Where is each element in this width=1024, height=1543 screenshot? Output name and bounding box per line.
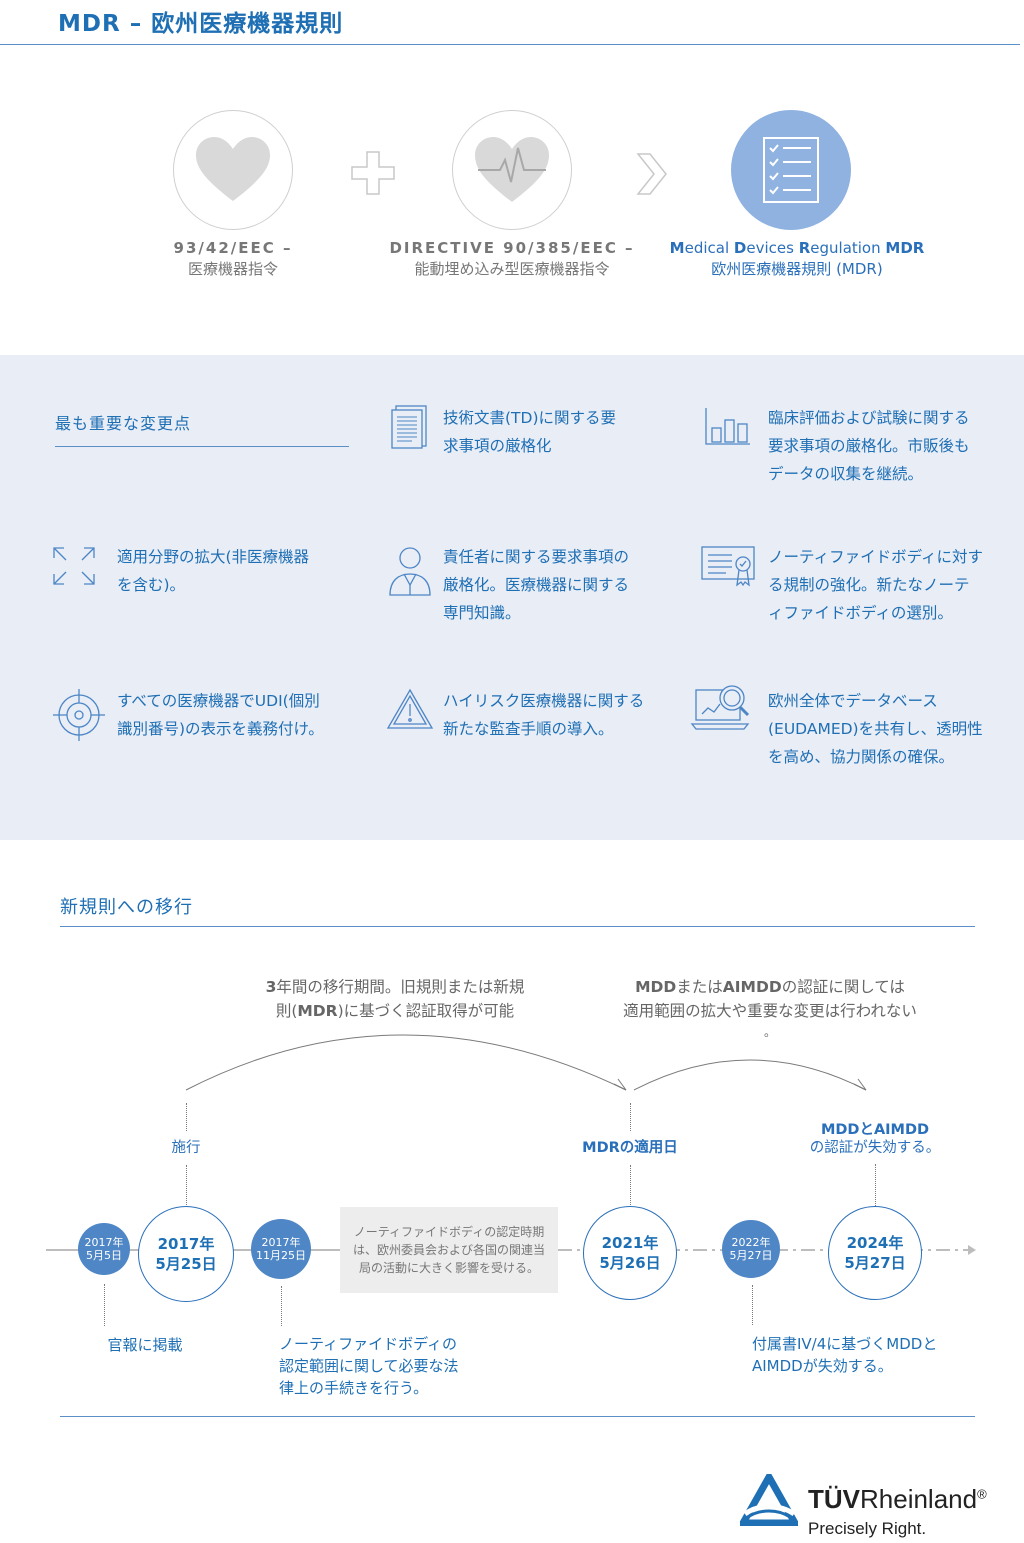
footer-divider	[60, 1416, 975, 1417]
directive-2-name: 能動埋め込み型医療機器指令	[414, 260, 610, 278]
enforce-label: 施行	[171, 1140, 201, 1156]
transition-heading: 新規則への移行	[60, 897, 193, 918]
change-item-8: 欧州全体でデータベース(EUDAMED)を共有し、透明性を高め、協力関係の確保。	[768, 692, 983, 766]
expand-arrows-icon	[53, 547, 95, 585]
change-item-6: すべての医療機器でUDI(個別識別番号)の表示を義務付け。	[117, 692, 324, 738]
person-icon	[389, 547, 431, 596]
target-icon	[53, 689, 105, 741]
transition-heading-underline	[60, 926, 975, 927]
document-icon	[391, 405, 427, 449]
regulation-title: Medical Devices Regulation MDR	[669, 239, 925, 257]
annex-label: 付属書IV/4に基づくMDDとAIMDDが失効する。	[752, 1335, 938, 1375]
regulation-caption: Medical Devices Regulation MDR 欧州医療機器規則 …	[657, 238, 937, 280]
arc-transition-arrowhead	[613, 1078, 627, 1091]
change-item-1: 技術文書(TD)に関する要求事項の厳格化	[443, 409, 616, 455]
changes-heading-underline	[55, 446, 349, 447]
mdr-day-connector-bottom	[630, 1165, 631, 1209]
change-item-5: ノーティファイドボディに対する規制の強化。新たなノーティファイドボディの選別。	[768, 548, 983, 622]
gazette-connector	[104, 1284, 105, 1326]
change-item-7: ハイリスク医療機器に関する新たな監査手順の導入。	[443, 692, 645, 738]
arc-no-change-arrowhead	[853, 1078, 867, 1091]
directive-1-name: 医療機器指令	[187, 260, 278, 278]
gazette-label: 官報に掲載	[107, 1336, 183, 1354]
regulation-name: 欧州医療機器規則 (MDR)	[711, 260, 883, 278]
mdr-day-label: MDRの適用日	[582, 1140, 678, 1156]
certificate-icon	[701, 546, 755, 587]
enforce-connector-top	[186, 1103, 187, 1131]
brand-tagline: Precisely Right.	[808, 1519, 927, 1538]
heartbeat-circle	[452, 110, 572, 230]
arc1-label: 3年間の移行期間。旧規則または新規 則(MDR)に基づく認証取得が可能	[265, 978, 525, 1020]
change-item-3: 適用分野の拡大(非医療機器を含む)。	[117, 548, 310, 594]
database-search-icon	[690, 685, 750, 730]
heart-circle	[173, 110, 293, 230]
tuv-logo-icon	[740, 1474, 798, 1526]
change-item-2: 臨床評価および試験に関する要求事項の厳格化。市販後もデータの収集を継続。	[768, 409, 970, 483]
warning-icon	[386, 688, 434, 729]
directive-1-caption: 93/42/EEC – 医療機器指令	[133, 238, 333, 280]
notified-body-note: ノーティファイドボディの認定時期は、欧州委員会および各国の関連当局の活動に大きく…	[340, 1207, 558, 1293]
legal-procedure-label: ノーティファイドボディの認定範囲に関して必要な法律上の手続きを行う。	[279, 1335, 459, 1397]
arc-no-change-period	[633, 1059, 867, 1091]
regulation-circle	[731, 110, 851, 230]
legal-procedure-connector	[281, 1286, 282, 1326]
directive-2-code: DIRECTIVE 90/385/EEC –	[389, 239, 635, 257]
page-title: MDR – 欧州医療機器規則	[58, 11, 344, 37]
changes-section	[0, 355, 1024, 840]
directive-1-code: 93/42/EEC –	[173, 239, 293, 257]
arc-transition-period	[185, 1034, 627, 1091]
transition-arcs	[185, 1034, 867, 1091]
expire-connector	[875, 1164, 876, 1210]
bar-chart-icon	[705, 408, 750, 445]
checklist-icon	[763, 137, 819, 203]
heart-icon	[196, 137, 270, 201]
brand-name: TÜVRheinland®	[808, 1484, 987, 1514]
enforce-connector-bottom	[186, 1165, 187, 1209]
plus-icon	[351, 151, 395, 195]
annex-connector	[752, 1285, 753, 1325]
changes-heading: 最も重要な変更点	[55, 414, 192, 433]
expire-label: MDDとAIMDD の認証が失効する。	[809, 1122, 941, 1156]
heartbeat-icon	[475, 137, 549, 202]
arrow-right-icon	[636, 153, 667, 195]
change-item-4: 責任者に関する要求事項の厳格化。医療機器に関する専門知識。	[443, 548, 630, 622]
mdr-day-connector-top	[630, 1103, 631, 1131]
directive-2-caption: DIRECTIVE 90/385/EEC – 能動埋め込み型医療機器指令	[372, 238, 652, 280]
header-divider	[0, 44, 1020, 45]
arc2-label: MDDまたはAIMDDの認証に関しては 適用範囲の拡大や重要な変更は行われない …	[623, 978, 917, 1039]
